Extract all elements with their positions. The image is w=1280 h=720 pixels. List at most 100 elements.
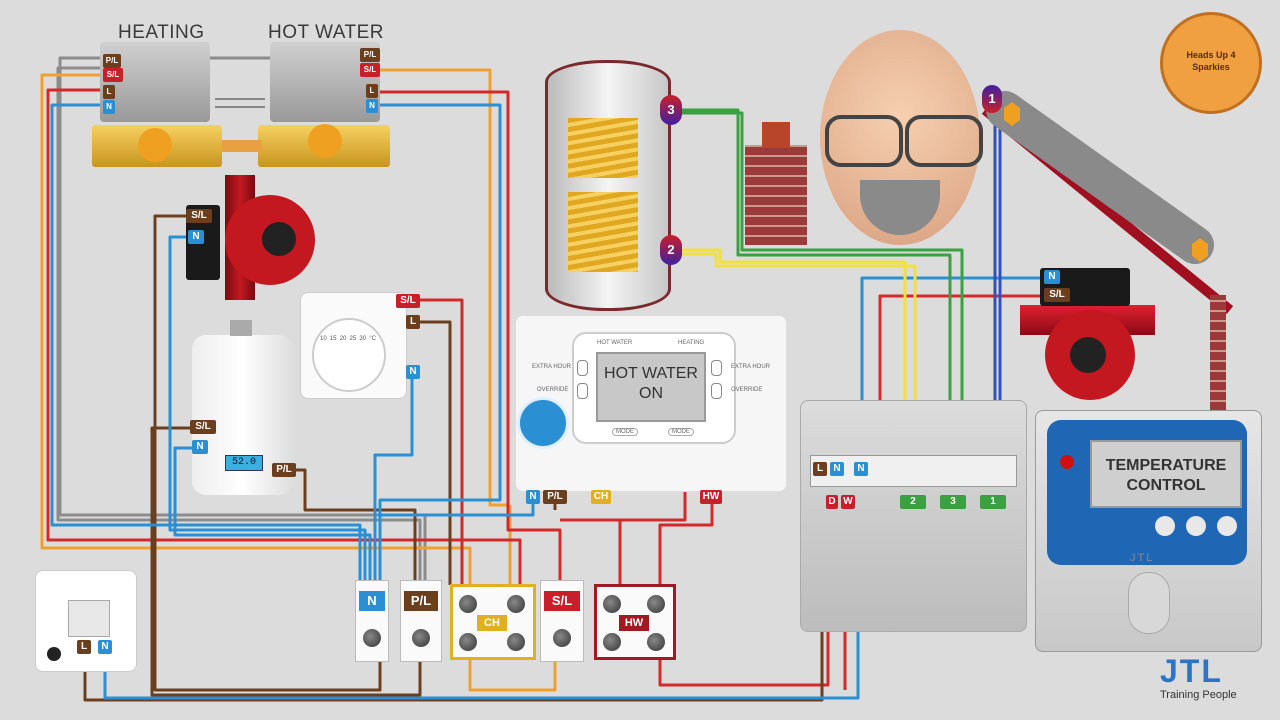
heating-override-button[interactable]	[711, 383, 722, 399]
junction-ch-screw-1	[459, 595, 477, 613]
jtl-logo: JTL	[1160, 653, 1223, 689]
controller-brand: JTL	[1130, 552, 1155, 564]
programmer-pl-tag: P/L	[543, 490, 567, 504]
wall-bracket	[1210, 295, 1226, 410]
controller-updown-button[interactable]	[1128, 572, 1170, 634]
collector-tube	[986, 91, 1214, 264]
chimney-pot	[762, 122, 790, 148]
junction-pl-label: P/L	[404, 591, 438, 611]
junction-ch-screw-4	[507, 633, 525, 651]
wire-grey-3	[58, 60, 427, 585]
spur-switch[interactable]	[68, 600, 110, 637]
controller-button-3[interactable]	[1217, 516, 1237, 536]
pump-n-tag: N	[188, 230, 204, 244]
controller-terminal-housing	[800, 400, 1027, 632]
junction-ch-block: CH	[450, 584, 536, 660]
controller-button-2[interactable]	[1186, 516, 1206, 536]
wire-red-4	[560, 518, 622, 585]
boiler-display: 52.0	[225, 455, 263, 471]
controller-status-led	[1060, 455, 1074, 469]
controller-d-tag: D	[826, 495, 838, 509]
hw-override-button[interactable]	[577, 383, 588, 399]
valve-tee-pipe	[222, 140, 262, 152]
chimney	[745, 145, 807, 245]
wire-sensor-yellow-b	[680, 252, 917, 470]
wire-red-3	[420, 298, 464, 585]
controller-w-tag: W	[841, 495, 855, 509]
junction-sl-block: S/L	[540, 580, 584, 662]
wire-orange-4	[468, 655, 557, 692]
collector-sensor-1: 1	[982, 85, 1002, 113]
thermostat-l-tag: L	[406, 315, 420, 329]
controller-terminal-strip	[810, 455, 1017, 487]
controller-l-tag: L	[813, 462, 827, 476]
junction-hw-screw-3	[603, 633, 621, 651]
wire-orange-2	[270, 68, 510, 507]
hot-water-zone-title: HOT WATER	[268, 22, 385, 43]
spur-fuse-holder	[47, 647, 61, 661]
avatar-glasses-right	[905, 115, 983, 167]
cylinder-sensor-2: 2	[660, 235, 682, 265]
programmer-screen: HOT WATER ON	[596, 352, 706, 422]
junction-hw-screw-2	[647, 595, 665, 613]
hw-extra-hour-button[interactable]	[577, 360, 588, 376]
heating-valve-pl-tag: P/L	[103, 54, 121, 68]
junction-hw-label: HW	[619, 615, 649, 631]
wire-grey-1	[56, 66, 422, 585]
solar-pump-motor-cap	[1070, 337, 1106, 373]
wire-blue-1	[50, 103, 362, 585]
hw-valve-pl-tag: P/L	[360, 48, 380, 62]
wire-blue-4	[173, 446, 372, 585]
thermostat-scale-20: 20	[339, 336, 347, 342]
thermostat-n-tag: N	[406, 365, 420, 379]
programmer-extra-hour-left: EXTRA HOUR	[532, 364, 572, 370]
hw-valve-l-tag: L	[366, 84, 378, 98]
thermostat-scale-unit: °C	[369, 336, 376, 342]
hw-valve-sl-tag: S/L	[360, 63, 380, 77]
programmer-n-tag: N	[526, 490, 540, 504]
programmer-mode-right[interactable]: MODE	[668, 428, 694, 436]
thermostat-scale-15: 15	[329, 336, 337, 342]
programmer-screen-line2: ON	[639, 385, 663, 402]
wire-red-1	[46, 88, 522, 585]
controller-screen-line1: TEMPERATURE	[1105, 457, 1227, 474]
junction-pl-block: P/L	[400, 580, 442, 662]
cylinder-sensor-3: 3	[660, 95, 682, 125]
programmer-mode-left[interactable]: MODE	[612, 428, 638, 436]
heating-valve-n-tag: N	[103, 100, 115, 114]
junction-hw-screw-4	[647, 633, 665, 651]
controller-n-tag-2: N	[854, 462, 868, 476]
controller-sensor-2-tag: 2	[900, 495, 926, 509]
junction-hw-block: HW	[594, 584, 676, 660]
controller-n-tag-1: N	[830, 462, 844, 476]
thermostat-dial[interactable]	[312, 318, 386, 392]
controller-button-1[interactable]	[1155, 516, 1175, 536]
wire-red-2	[380, 90, 562, 585]
junction-n-label: N	[359, 591, 385, 611]
pump-sl-tag: S/L	[186, 209, 212, 223]
hot-water-cylinder	[545, 60, 671, 311]
junction-ch-screw-2	[507, 595, 525, 613]
wire-brown-1	[153, 214, 382, 692]
junction-sl-screw	[553, 629, 571, 647]
jtl-tagline: Training People	[1160, 689, 1237, 701]
boiler-flue	[230, 320, 252, 336]
junction-sl-label: S/L	[544, 591, 580, 611]
solar-pump-sl-tag: S/L	[1044, 288, 1070, 302]
boiler-sl-tag: S/L	[190, 420, 216, 434]
hw-valve-n-tag: N	[366, 99, 378, 113]
heating-zone-title: HEATING	[118, 22, 205, 43]
junction-pl-screw	[412, 629, 430, 647]
junction-ch-label: CH	[477, 615, 507, 631]
heating-valve-l-tag: L	[103, 85, 115, 99]
boiler-pl-tag: P/L	[272, 463, 296, 477]
wire-blue-2	[378, 103, 502, 585]
programmer-heating-header: HEATING	[678, 340, 705, 346]
programmer-ch-tag: CH	[591, 490, 611, 504]
wire-blue-3	[168, 235, 367, 585]
spur-n-tag: N	[98, 640, 112, 654]
junction-hw-screw-1	[603, 595, 621, 613]
heating-extra-hour-button[interactable]	[711, 360, 722, 376]
wire-sensor-green-b	[680, 111, 964, 470]
